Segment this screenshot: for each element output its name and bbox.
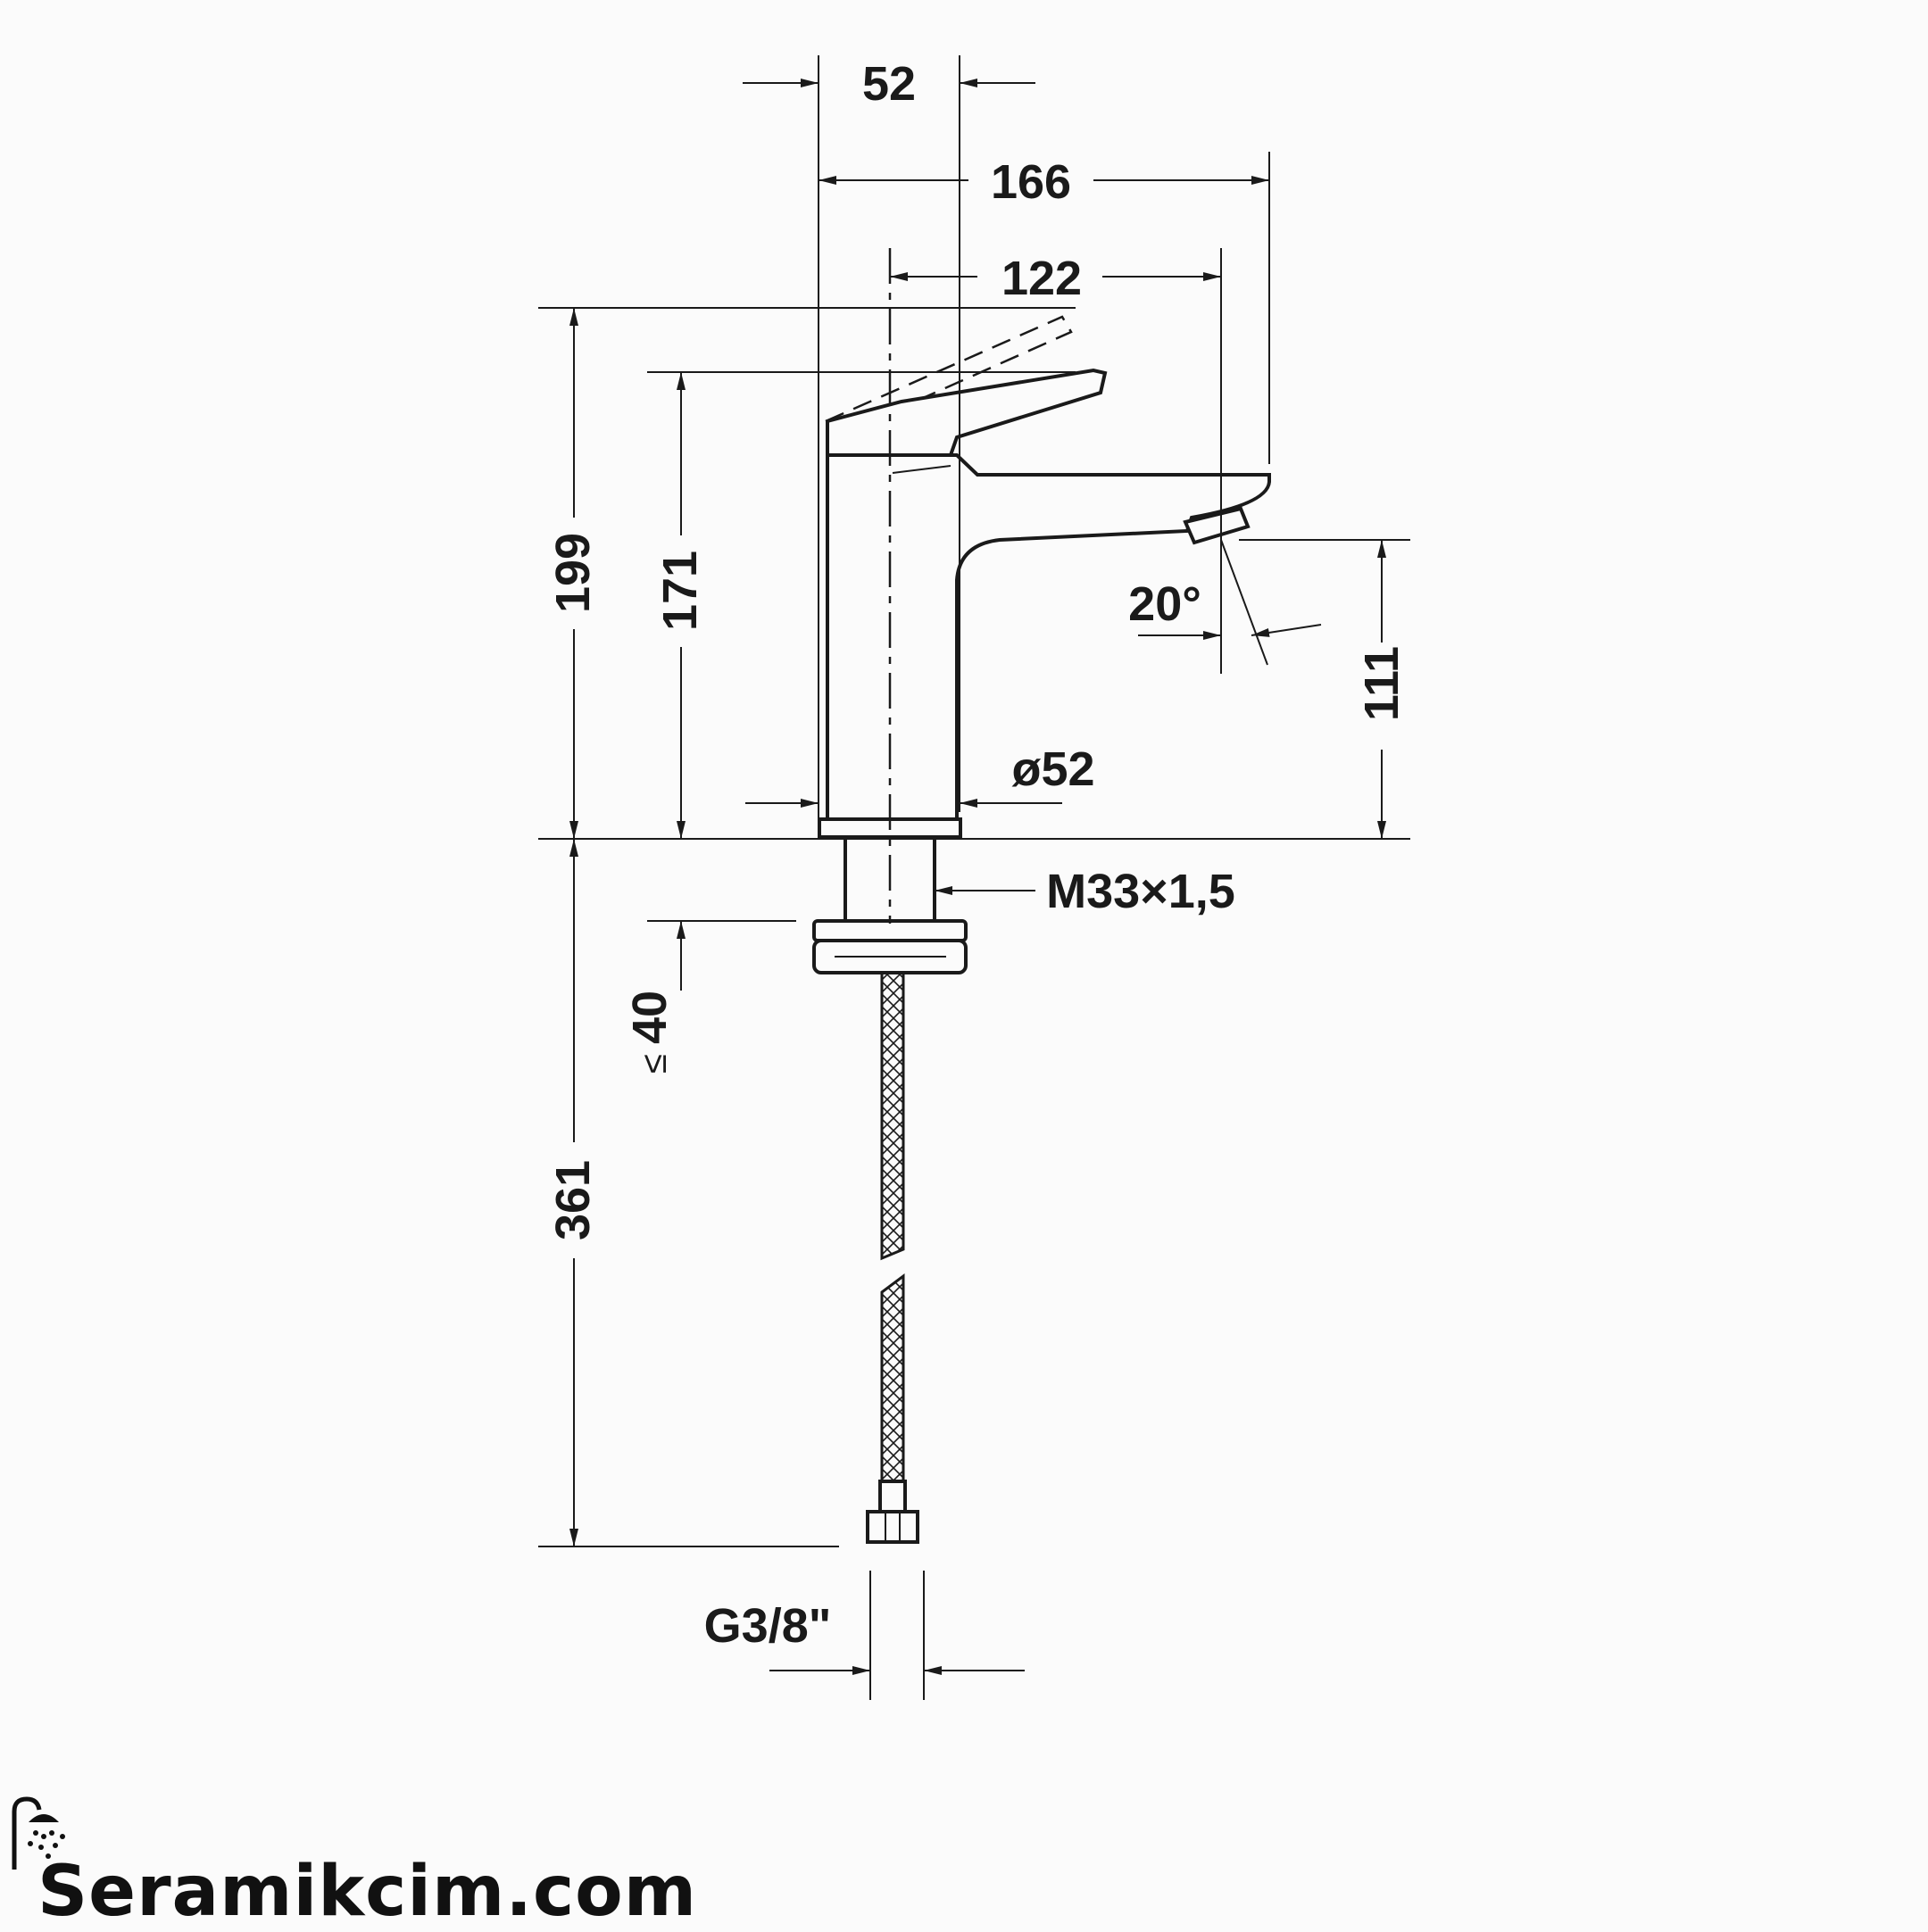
dimension-lines xyxy=(538,55,1410,1700)
dimension-labels: 52 166 122 199 171 111 361 40 ≤ 20° ø52 … xyxy=(546,57,1409,1653)
hose-ferrule xyxy=(878,1480,907,1513)
dim-20-degrees: 20° xyxy=(1128,577,1201,631)
dim-thread: M33×1,5 xyxy=(1046,865,1235,918)
brand-name: Seramikcim.com xyxy=(37,1852,698,1932)
dim-122: 122 xyxy=(1001,252,1082,305)
dim-111: 111 xyxy=(1355,646,1409,721)
shower-icon xyxy=(12,1796,65,1870)
handle-open-outline xyxy=(825,315,1073,437)
dim-171: 171 xyxy=(653,551,707,631)
aerator xyxy=(1183,506,1251,545)
dim-diameter-52: ø52 xyxy=(1011,742,1094,796)
dim-361: 361 xyxy=(546,1160,600,1240)
dim-max-symbol: ≤ xyxy=(635,1054,674,1074)
dim-199: 199 xyxy=(546,533,600,613)
braided-hose xyxy=(880,971,905,1261)
faucet-body xyxy=(812,315,1271,1544)
dim-52-top: 52 xyxy=(862,57,916,111)
hose-nut xyxy=(866,1510,919,1544)
dim-40: 40 xyxy=(623,991,677,1044)
dim-connection: G3/8" xyxy=(704,1599,832,1653)
dim-166: 166 xyxy=(991,155,1071,209)
fixing-nut xyxy=(812,919,968,942)
handle xyxy=(826,368,1108,457)
